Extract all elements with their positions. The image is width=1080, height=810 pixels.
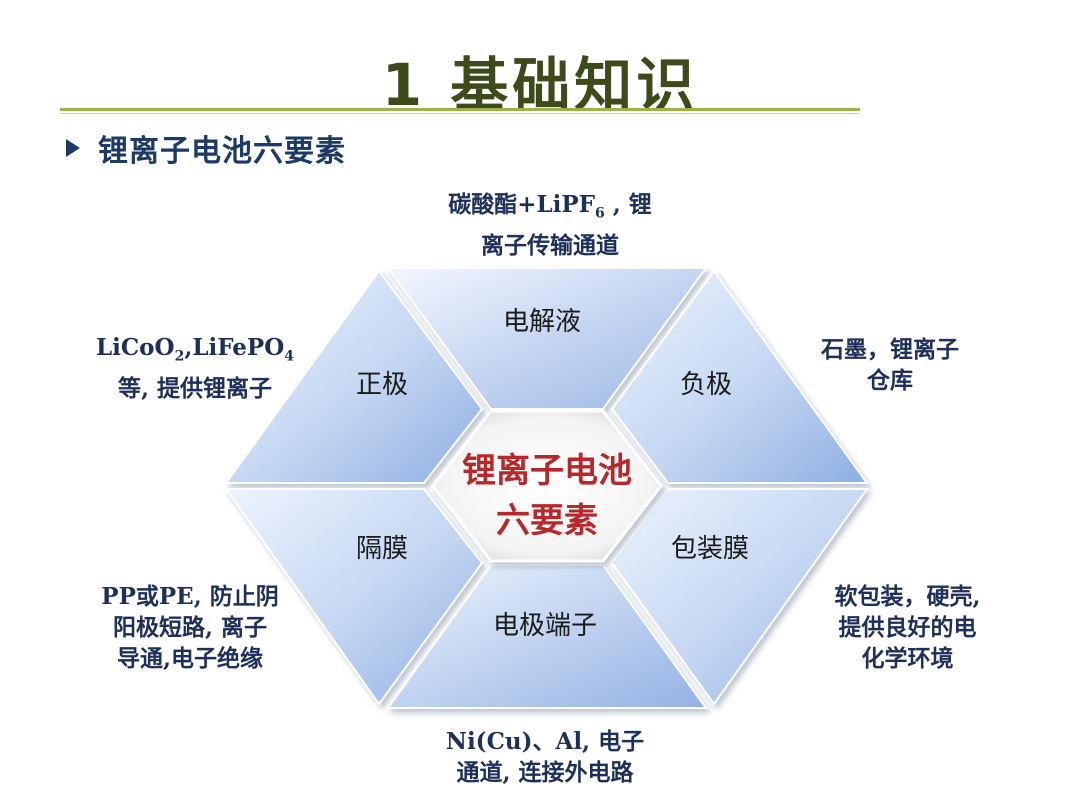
note-lower-right-line2: 提供良好的电 <box>838 614 977 641</box>
segment-top-label: 电解液 <box>503 307 581 337</box>
note-lower-left-line1: PP或PE, 防止阴 <box>101 583 279 610</box>
note-top-line1: 碳酸酯+LiPF6 , 锂 <box>448 191 652 222</box>
note-lower-right-line3: 化学环境 <box>861 645 954 672</box>
segment-lower-left <box>224 488 484 706</box>
note-bottom: Ni(Cu)、Al, 电子 通道, 连接外电路 <box>410 726 680 788</box>
note-bottom-line2: 通道, 连接外电路 <box>456 759 634 786</box>
bullet-arrow-icon <box>66 139 80 157</box>
note-top-line2: 离子传输通道 <box>481 231 619 259</box>
segment-lower-right-label: 包装膜 <box>671 534 749 564</box>
note-top: 碳酸酯+LiPF6 , 锂 离子传输通道 <box>400 189 700 261</box>
segment-bottom <box>386 564 708 709</box>
note-lower-right-line1: 软包装，硬壳, <box>834 583 981 610</box>
page-title: 1 基础知识 <box>381 51 699 119</box>
note-upper-left-line1: LiCoO2,LiFePO4 <box>95 334 295 365</box>
center-hexagon <box>431 409 663 563</box>
note-upper-right-line2: 仓库 <box>867 367 913 394</box>
note-upper-left: LiCoO2,LiFePO4 等, 提供锂离子 <box>80 332 310 404</box>
segment-upper-right-label: 负极 <box>680 370 732 400</box>
note-upper-right: 石墨，锂离子 仓库 <box>790 334 990 396</box>
note-upper-left-line2: 等, 提供锂离子 <box>117 374 272 402</box>
note-upper-right-line1: 石墨，锂离子 <box>821 336 959 363</box>
center-label-line2: 六要素 <box>496 501 598 541</box>
note-bottom-line1: Ni(Cu)、Al, 电子 <box>445 728 645 755</box>
segment-top <box>386 267 708 410</box>
segment-upper-right <box>610 269 869 484</box>
note-lower-right: 软包装，硬壳, 提供良好的电 化学环境 <box>800 581 1015 674</box>
note-lower-left-line3: 导通,电子绝缘 <box>116 645 263 672</box>
segment-lower-right <box>610 488 869 706</box>
segment-bottom-label: 电极端子 <box>493 611 597 641</box>
bullet-heading: 锂离子电池六要素 <box>66 128 346 169</box>
note-lower-left: PP或PE, 防止阴 阳极短路, 离子 导通,电子绝缘 <box>80 581 300 674</box>
bullet-heading-text: 锂离子电池六要素 <box>98 134 346 169</box>
note-lower-left-line2: 阳极短路, 离子 <box>112 614 267 641</box>
segment-lower-left-label: 隔膜 <box>356 534 408 564</box>
segment-upper-left <box>224 269 484 484</box>
title-divider <box>60 108 860 111</box>
center-label-line1: 锂离子电池 <box>462 451 632 491</box>
title-divider-thin <box>60 113 860 114</box>
segment-upper-left-label: 正极 <box>356 370 408 400</box>
